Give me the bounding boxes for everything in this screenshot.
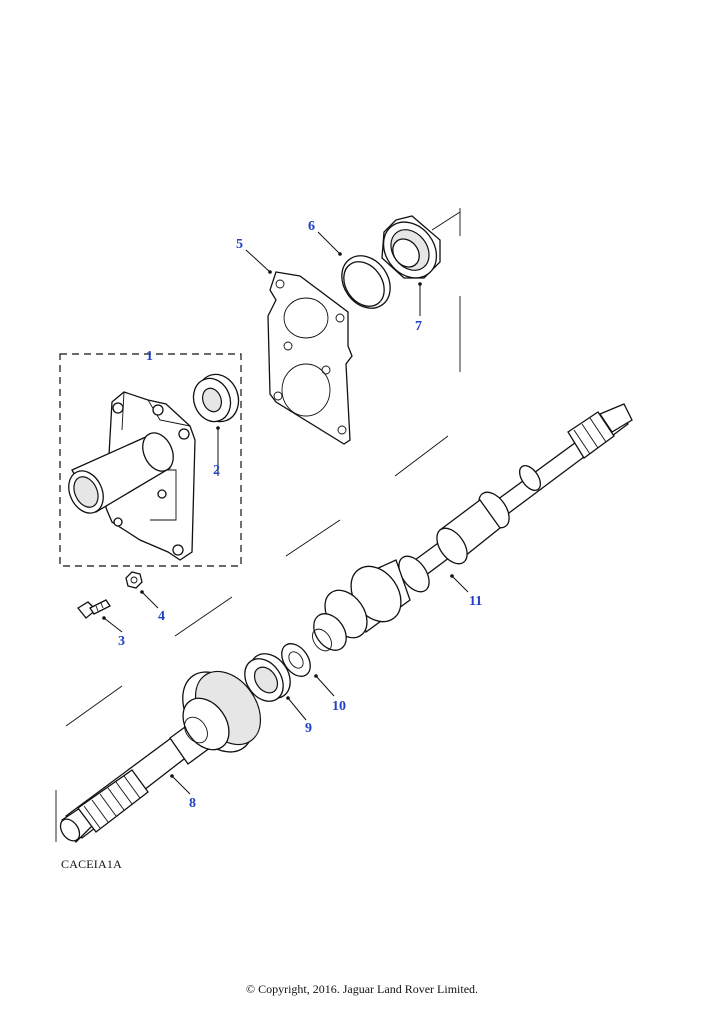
callout-11: 11 <box>469 594 482 609</box>
kit-boundary-box <box>59 353 242 567</box>
leader-lines <box>102 231 469 795</box>
washer-part <box>125 571 143 589</box>
callout-9: 9 <box>305 721 312 736</box>
input-shaft-part <box>59 670 262 844</box>
mainshaft-part <box>312 403 633 652</box>
oil-seal-part <box>192 373 240 423</box>
callout-4: 4 <box>158 609 165 624</box>
bearing-cup-part <box>381 215 441 279</box>
callout-5: 5 <box>236 237 243 252</box>
shim-ring-part <box>341 255 391 309</box>
bolt-part <box>77 599 111 619</box>
housing-assembly-part <box>68 391 196 561</box>
gasket-part <box>267 271 353 445</box>
callout-10: 10 <box>332 699 346 714</box>
callout-8: 8 <box>189 796 196 811</box>
callout-6: 6 <box>308 219 315 234</box>
callout-1: 1 <box>146 349 153 364</box>
callout-2: 2 <box>213 463 220 478</box>
construction-lines <box>55 208 461 842</box>
diagram-reference-code: CACEIA1A <box>61 857 122 871</box>
callout-labels: 1 2 3 4 5 6 7 8 9 10 11 <box>118 219 482 811</box>
callout-3: 3 <box>118 634 125 649</box>
callout-7: 7 <box>415 319 422 334</box>
thrust-washer-part <box>281 643 311 677</box>
copyright-notice: © Copyright, 2016. Jaguar Land Rover Lim… <box>245 982 479 996</box>
